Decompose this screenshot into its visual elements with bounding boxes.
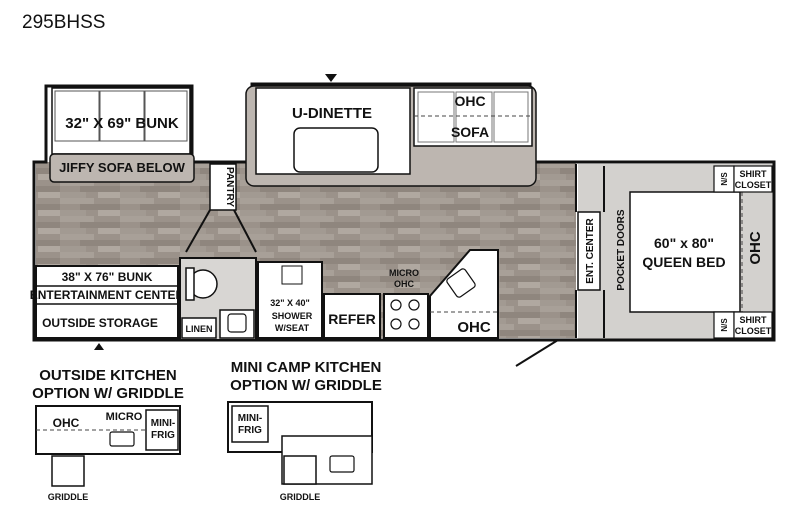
linen [181, 317, 217, 339]
outside-griddle-label: GRIDDLE [48, 492, 89, 502]
ns-bottom-label: N/S [720, 318, 729, 332]
outside-minifrig [145, 409, 179, 451]
shirt-bottom-label: SHIRT [740, 315, 768, 325]
closet-bottom-label: CLOSET [735, 326, 772, 336]
ent-center-label: ENT. CENTER [585, 217, 596, 283]
entry-door-swing [515, 339, 559, 367]
pantry [209, 163, 237, 211]
entry-marker-bottom [94, 343, 104, 350]
queen-bed-line1: 60" x 80" [654, 235, 714, 251]
queen-bed [629, 191, 741, 313]
shower-line3: W/SEAT [275, 323, 310, 333]
outside-sink-icon [109, 431, 135, 447]
u-dinette-label: U-DINETTE [292, 105, 372, 122]
outside-storage-label: OUTSIDE STORAGE [42, 316, 158, 330]
sofa-ohc-label: OHC [454, 93, 485, 109]
model-title: 295BHSS [22, 12, 106, 33]
mini-camp-mini-label: MINI- [238, 413, 262, 424]
burner-icon [408, 318, 420, 330]
sofa-cushion [455, 91, 493, 143]
shower-line2: SHOWER [272, 311, 313, 321]
sofa-cushion [417, 91, 455, 143]
mini-camp-frig-label: FRIG [238, 425, 262, 436]
bunk-top-label: 32" X 69" BUNK [65, 115, 179, 132]
outside-kitchen-title1: OUTSIDE KITCHEN [39, 367, 177, 384]
burner-icon [390, 318, 402, 330]
shirt-closet-top [733, 165, 773, 193]
bunk-cushion [144, 90, 188, 142]
outer-wall [32, 82, 776, 342]
mini-camp-title1: MINI CAMP KITCHEN [231, 359, 382, 376]
dinette-table [293, 127, 379, 173]
sofa-cushion [493, 91, 529, 143]
bunk-cushion [99, 90, 145, 142]
pantry-door-swing [233, 209, 257, 253]
shower-seat [281, 265, 303, 285]
queen-bed-line2: QUEEN BED [642, 254, 725, 270]
jiffy-sofa [49, 153, 195, 183]
burner-icon [390, 299, 402, 311]
mini-camp-title2: OPTION W/ GRIDDLE [230, 377, 382, 394]
ent-center-bunk-label: ENTERTAINMENT CENTER [30, 288, 185, 302]
toilet-tank [185, 267, 195, 301]
closet-top-label: CLOSET [735, 180, 772, 190]
bottom-bunk-block [35, 265, 179, 339]
mini-camp-griddle [283, 455, 317, 485]
ns-top-label: N/S [720, 172, 729, 186]
shower-line1: 32" X 40" [270, 298, 310, 308]
pantry-door-swing [185, 209, 211, 253]
entry-marker-top [325, 74, 337, 82]
linen-label: LINEN [186, 324, 213, 334]
micro-label: MICRO [389, 268, 419, 278]
shirt-top-label: SHIRT [740, 169, 768, 179]
outside-mini-label: MINI- [151, 418, 175, 429]
mini-camp-sink-icon [329, 455, 355, 473]
kitchen-sink-icon [446, 268, 476, 298]
refer-label: REFER [328, 311, 375, 327]
pantry-label: PANTRY [224, 167, 235, 207]
burner-icon [408, 299, 420, 311]
outside-griddle [51, 455, 85, 487]
sink-icon [227, 313, 247, 333]
sofa-label: SOFA [451, 124, 489, 140]
outside-kitchen-title2: OPTION W/ GRIDDLE [32, 385, 184, 402]
outside-frig-label: FRIG [151, 430, 175, 441]
micro-ohc-label: OHC [394, 279, 415, 289]
outside-micro-label: MICRO [106, 411, 143, 423]
bunk-cushion [54, 90, 100, 142]
shirt-closet-bottom [733, 311, 773, 339]
mini-camp-minifrig [231, 405, 269, 443]
jiffy-sofa-label: JIFFY SOFA BELOW [59, 160, 185, 175]
ent-center [577, 211, 601, 291]
outside-ohc-label: OHC [53, 416, 80, 430]
refrigerator [323, 293, 381, 339]
mini-camp-griddle-label: GRIDDLE [280, 492, 321, 502]
pocket-doors-label: POCKET DOORS [616, 209, 627, 290]
bunk-bottom-label: 38" X 76" BUNK [62, 270, 153, 284]
kitchen-ohc-label: OHC [457, 319, 491, 336]
range [383, 293, 429, 339]
bedroom-ohc-label: OHC [747, 231, 764, 265]
